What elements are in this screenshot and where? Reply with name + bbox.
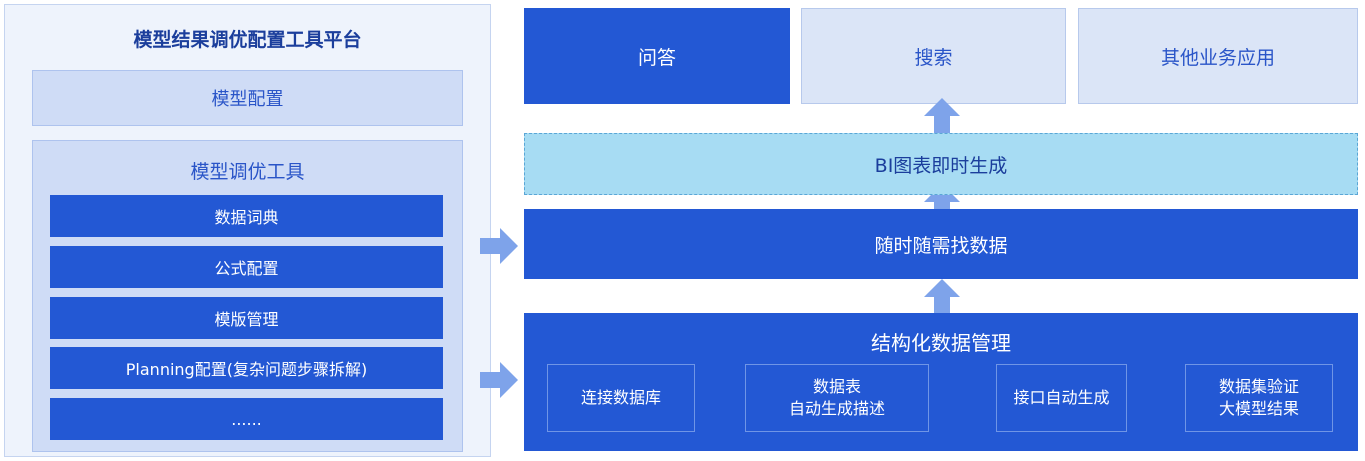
bi-chart-layer: BI图表即时生成: [524, 133, 1358, 195]
sub-connect-database: 连接数据库: [547, 364, 695, 432]
sub-box-line: 数据集验证: [1218, 377, 1299, 397]
up-arrow-icon: [924, 279, 960, 319]
structured-data-box: [524, 313, 1358, 451]
right-arrow-icon: [480, 228, 518, 264]
tool-item-planning-config: Planning配置(复杂问题步骤拆解): [50, 347, 443, 389]
sub-box-line: 连接数据库: [580, 388, 661, 408]
app-search-box: 搜索: [801, 8, 1066, 104]
sub-table-description: 数据表 自动生成描述: [745, 364, 929, 432]
right-arrow-icon: [480, 362, 518, 398]
sub-api-generation: 接口自动生成: [996, 364, 1127, 432]
sub-dataset-verification: 数据集验证 大模型结果: [1185, 364, 1333, 432]
model-config-box: 模型配置: [32, 70, 463, 126]
find-data-layer: 随时随需找数据: [524, 209, 1358, 279]
sub-box-line: 数据表: [812, 377, 861, 397]
platform-title: 模型结果调优配置工具平台: [133, 28, 362, 51]
structured-data-title: 结构化数据管理: [871, 330, 1011, 355]
sub-box-line: 自动生成描述: [788, 399, 885, 418]
tool-item-formula-config: 公式配置: [50, 246, 443, 288]
app-other-business-box: 其他业务应用: [1078, 8, 1358, 104]
sub-box-line: 接口自动生成: [1013, 388, 1110, 408]
tool-item-more: ......: [50, 398, 443, 440]
tuning-tools-title: 模型调优工具: [190, 160, 305, 183]
sub-box-line: 大模型结果: [1218, 399, 1299, 418]
tool-item-template-management: 模版管理: [50, 297, 443, 339]
tool-item-data-dictionary: 数据词典: [50, 195, 443, 237]
up-arrow-icon: [924, 98, 960, 138]
app-qa-box: 问答: [524, 8, 790, 104]
